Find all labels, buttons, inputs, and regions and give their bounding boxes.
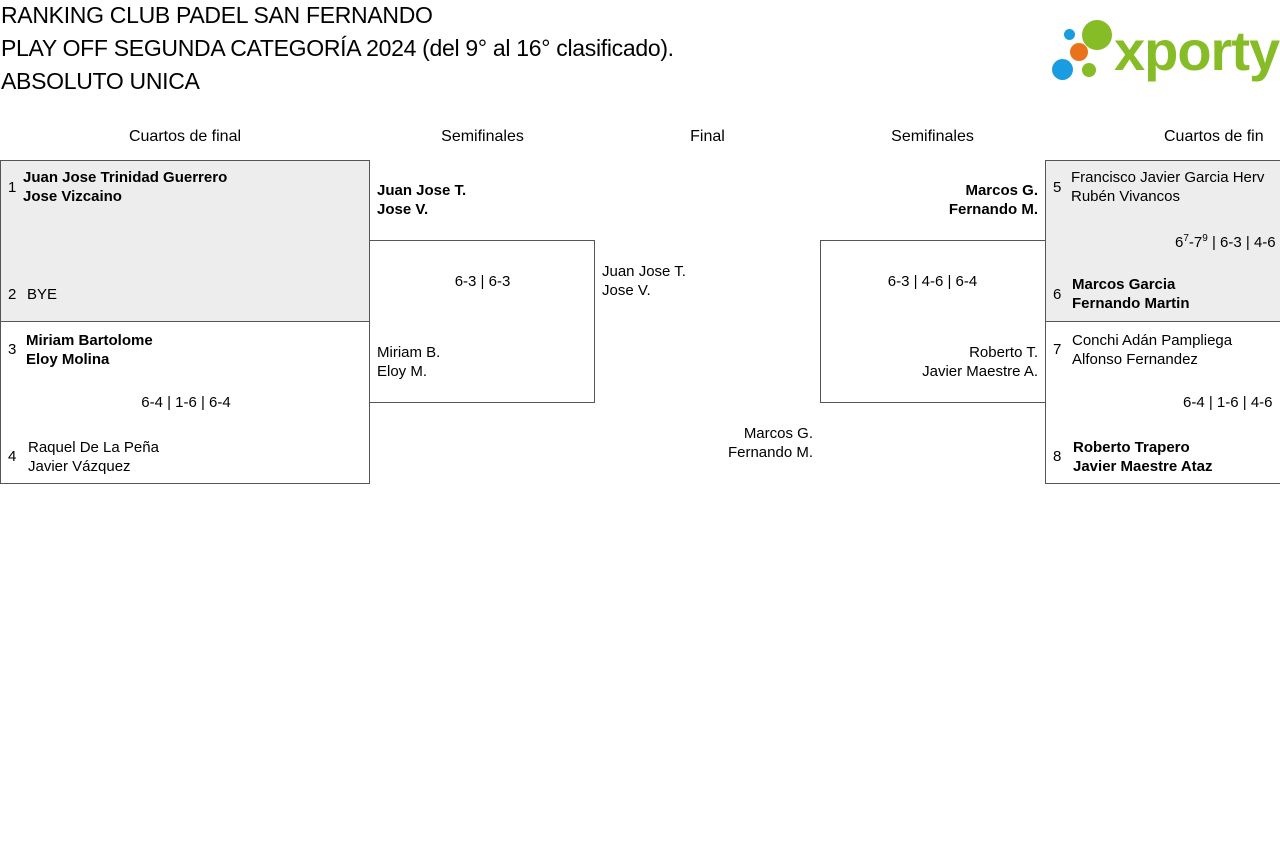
player-name: Roberto Trapero — [1073, 439, 1190, 456]
player-name: Javier Maestre Ataz — [1073, 458, 1213, 475]
logo-wordmark: xporty — [1114, 19, 1280, 82]
semifinal-left-bracket — [369, 240, 595, 403]
semifinal-left-top-pair: Juan Jose T. Jose V. — [377, 181, 466, 219]
page-title-line-1: RANKING CLUB PADEL SAN FERNANDO — [1, 2, 433, 28]
player-name: Javier Maestre A. — [922, 363, 1038, 380]
logo-dot-orange — [1070, 43, 1088, 61]
xporty-logo: xporty — [1050, 18, 1280, 84]
player-name: Roberto T. — [969, 344, 1038, 361]
pair-loser: Conchi Adán Pampliega Alfonso Fernandez — [1072, 331, 1232, 369]
pair-bye: BYE — [27, 285, 57, 304]
quarterfinal-match-1: 1 Juan Jose Trinidad Guerrero Jose Vizca… — [0, 160, 370, 322]
seed-number: 4 — [8, 448, 17, 465]
round-header-left-quarters: Cuartos de final — [128, 128, 242, 145]
semifinal-right-top-pair: Marcos G. Fernando M. — [820, 181, 1038, 219]
seed-number: 6 — [1053, 286, 1062, 303]
logo-dot-blue-small — [1064, 29, 1075, 40]
seed-number: 5 — [1053, 179, 1062, 196]
seed-number: 1 — [8, 179, 17, 196]
player-name: Miriam B. — [377, 344, 441, 361]
final-left-pair: Juan Jose T. Jose V. — [602, 262, 686, 300]
semifinal-left-bottom-pair: Miriam B. Eloy M. — [377, 343, 440, 381]
round-header-right-quarters: Cuartos de fin — [1164, 128, 1264, 145]
player-name: Fernando Martin — [1072, 295, 1190, 312]
player-name: Eloy Molina — [26, 351, 110, 368]
match-score: 6-4 | 1-6 | 6-4 — [141, 394, 231, 411]
logo-dot-blue-large — [1052, 59, 1073, 80]
player-name: Marcos G. — [743, 425, 813, 442]
page-title-line-2: PLAY OFF SEGUNDA CATEGORÍA 2024 (del 9° … — [1, 35, 674, 61]
player-name: Conchi Adán Pampliega — [1072, 332, 1233, 349]
player-name: Fernando M. — [948, 201, 1038, 218]
player-name: Fernando M. — [727, 444, 813, 461]
semifinal-right-bottom-pair: Roberto T. Javier Maestre A. — [820, 343, 1038, 381]
player-name: Jose Vizcaino — [23, 188, 122, 205]
pair-winner: Marcos Garcia Fernando Martin — [1072, 275, 1190, 313]
player-name: Miriam Bartolome — [26, 332, 153, 349]
quarterfinal-match-2: 3 Miriam Bartolome Eloy Molina 6-4 | 1-6… — [0, 321, 370, 484]
score-part: 6 — [1175, 234, 1184, 251]
player-name: Eloy M. — [377, 363, 428, 380]
quarterfinal-match-4: 7 Conchi Adán Pampliega Alfonso Fernande… — [1045, 321, 1280, 484]
seed-number: 8 — [1053, 448, 1062, 465]
player-name: Jose V. — [602, 282, 651, 299]
match-score: 6-4 | 1-6 | 4-6 — [1183, 394, 1273, 411]
pair-winner: Miriam Bartolome Eloy Molina — [26, 331, 153, 369]
pair-winner: Juan Jose Trinidad Guerrero Jose Vizcain… — [23, 168, 227, 206]
player-name: Marcos Garcia — [1072, 276, 1176, 293]
logo-dot-green-small — [1082, 63, 1096, 77]
player-name: Marcos G. — [965, 182, 1038, 199]
semifinal-right-score: 6-3 | 4-6 | 6-4 — [887, 273, 978, 290]
pair-winner: Roberto Trapero Javier Maestre Ataz — [1073, 438, 1213, 476]
pair-loser: Francisco Javier Garcia Herv Rubén Vivan… — [1071, 168, 1264, 206]
player-name: Juan Jose T. — [602, 263, 686, 280]
round-header-right-semis: Semifinales — [891, 128, 974, 145]
player-name: Alfonso Fernandez — [1072, 351, 1198, 368]
round-header-left-semis: Semifinales — [441, 128, 524, 145]
tiebreak-score: 7 — [1183, 233, 1189, 244]
player-name: Juan Jose T. — [377, 182, 467, 199]
logo-dot-green-large — [1082, 20, 1112, 50]
player-name: Juan Jose Trinidad Guerrero — [23, 169, 228, 186]
score-part: | 6-3 | 4-6 — [1207, 234, 1276, 251]
player-name: BYE — [27, 286, 58, 303]
seed-number: 2 — [8, 286, 17, 303]
player-name: Javier Vázquez — [28, 458, 131, 475]
seed-number: 3 — [8, 341, 17, 358]
pair-loser: Raquel De La Peña Javier Vázquez — [28, 438, 159, 476]
seed-number: 7 — [1053, 341, 1062, 358]
player-name: Raquel De La Peña — [28, 439, 159, 456]
tiebreak-score: 9 — [1202, 233, 1208, 244]
page-title-line-3: ABSOLUTO UNICA — [1, 68, 200, 94]
player-name: Francisco Javier Garcia Herv — [1071, 169, 1265, 186]
semifinal-left-score: 6-3 | 6-3 — [454, 273, 511, 290]
player-name: Jose V. — [377, 201, 429, 218]
round-header-final: Final — [690, 128, 725, 145]
match-score: 67-79 | 6-3 | 4-6 — [1175, 233, 1276, 251]
quarterfinal-match-3: 5 Francisco Javier Garcia Herv Rubén Viv… — [1045, 160, 1280, 322]
final-right-pair: Marcos G. Fernando M. — [600, 424, 813, 462]
player-name: Rubén Vivancos — [1071, 188, 1180, 205]
score-part: -7 — [1188, 234, 1203, 251]
